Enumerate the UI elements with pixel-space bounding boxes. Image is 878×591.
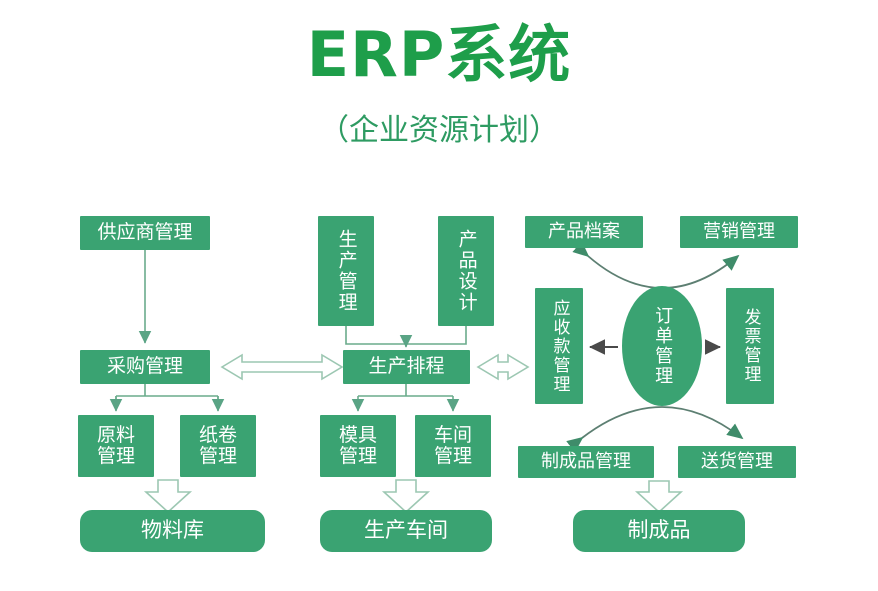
- node-receivables[interactable]: 应收款管理: [535, 288, 583, 404]
- node-production-mgmt[interactable]: 生产管理: [318, 216, 374, 326]
- node-delivery-mgmt[interactable]: 送货管理: [678, 446, 796, 478]
- page-subtitle: （企业资源计划）: [319, 113, 559, 148]
- node-mold-mgmt[interactable]: 模具管理: [320, 415, 396, 477]
- node-label-line: 模具: [338, 423, 377, 446]
- node-label-line: 纸卷: [198, 423, 237, 446]
- node-purchase[interactable]: 采购管理: [80, 350, 210, 384]
- node-label-line: 原料: [96, 423, 135, 446]
- wire-order-arc-bottom: [566, 406, 744, 453]
- node-supplier[interactable]: 供应商管理: [80, 216, 210, 250]
- node-workshop-mgmt[interactable]: 车间管理: [415, 415, 491, 477]
- wire-finished-to-goods: [634, 480, 684, 514]
- node-label-line: 管理: [433, 445, 472, 467]
- node-label-line: 车间: [433, 423, 472, 446]
- wire-production-design-merge: [345, 326, 467, 348]
- wire-order-arc-top: [572, 241, 740, 289]
- node-raw-material[interactable]: 原料管理: [78, 415, 154, 477]
- node-marketing-mgmt[interactable]: 营销管理: [680, 216, 798, 248]
- wire-materials-to-store: [143, 479, 193, 514]
- wire-schedule-order-double: [476, 353, 530, 381]
- node-product-archive[interactable]: 产品档案: [525, 216, 643, 248]
- node-invoice-mgmt[interactable]: 发票管理: [726, 288, 774, 404]
- node-label-line: 管理: [198, 445, 237, 467]
- node-finished-mgmt[interactable]: 制成品管理: [518, 446, 654, 478]
- node-prod-schedule[interactable]: 生产排程: [343, 350, 470, 384]
- node-material-store[interactable]: 物料库: [80, 510, 265, 552]
- node-label-line: 管理: [338, 445, 377, 467]
- node-label-line: 管理: [96, 445, 135, 467]
- node-order-mgmt[interactable]: 订单管理: [622, 286, 702, 406]
- node-paper-roll[interactable]: 纸卷管理: [180, 415, 256, 477]
- wire-purchase-schedule-double: [220, 353, 344, 381]
- wire-purchase-branch: [109, 384, 225, 412]
- node-prod-workshop[interactable]: 生产车间: [320, 510, 492, 552]
- wire-workshops-to-prod: [381, 479, 431, 514]
- node-product-design[interactable]: 产品设计: [438, 216, 494, 326]
- node-finished-goods[interactable]: 制成品: [573, 510, 745, 552]
- page-title: ERP系统: [306, 18, 572, 91]
- wire-schedule-branch: [351, 384, 460, 412]
